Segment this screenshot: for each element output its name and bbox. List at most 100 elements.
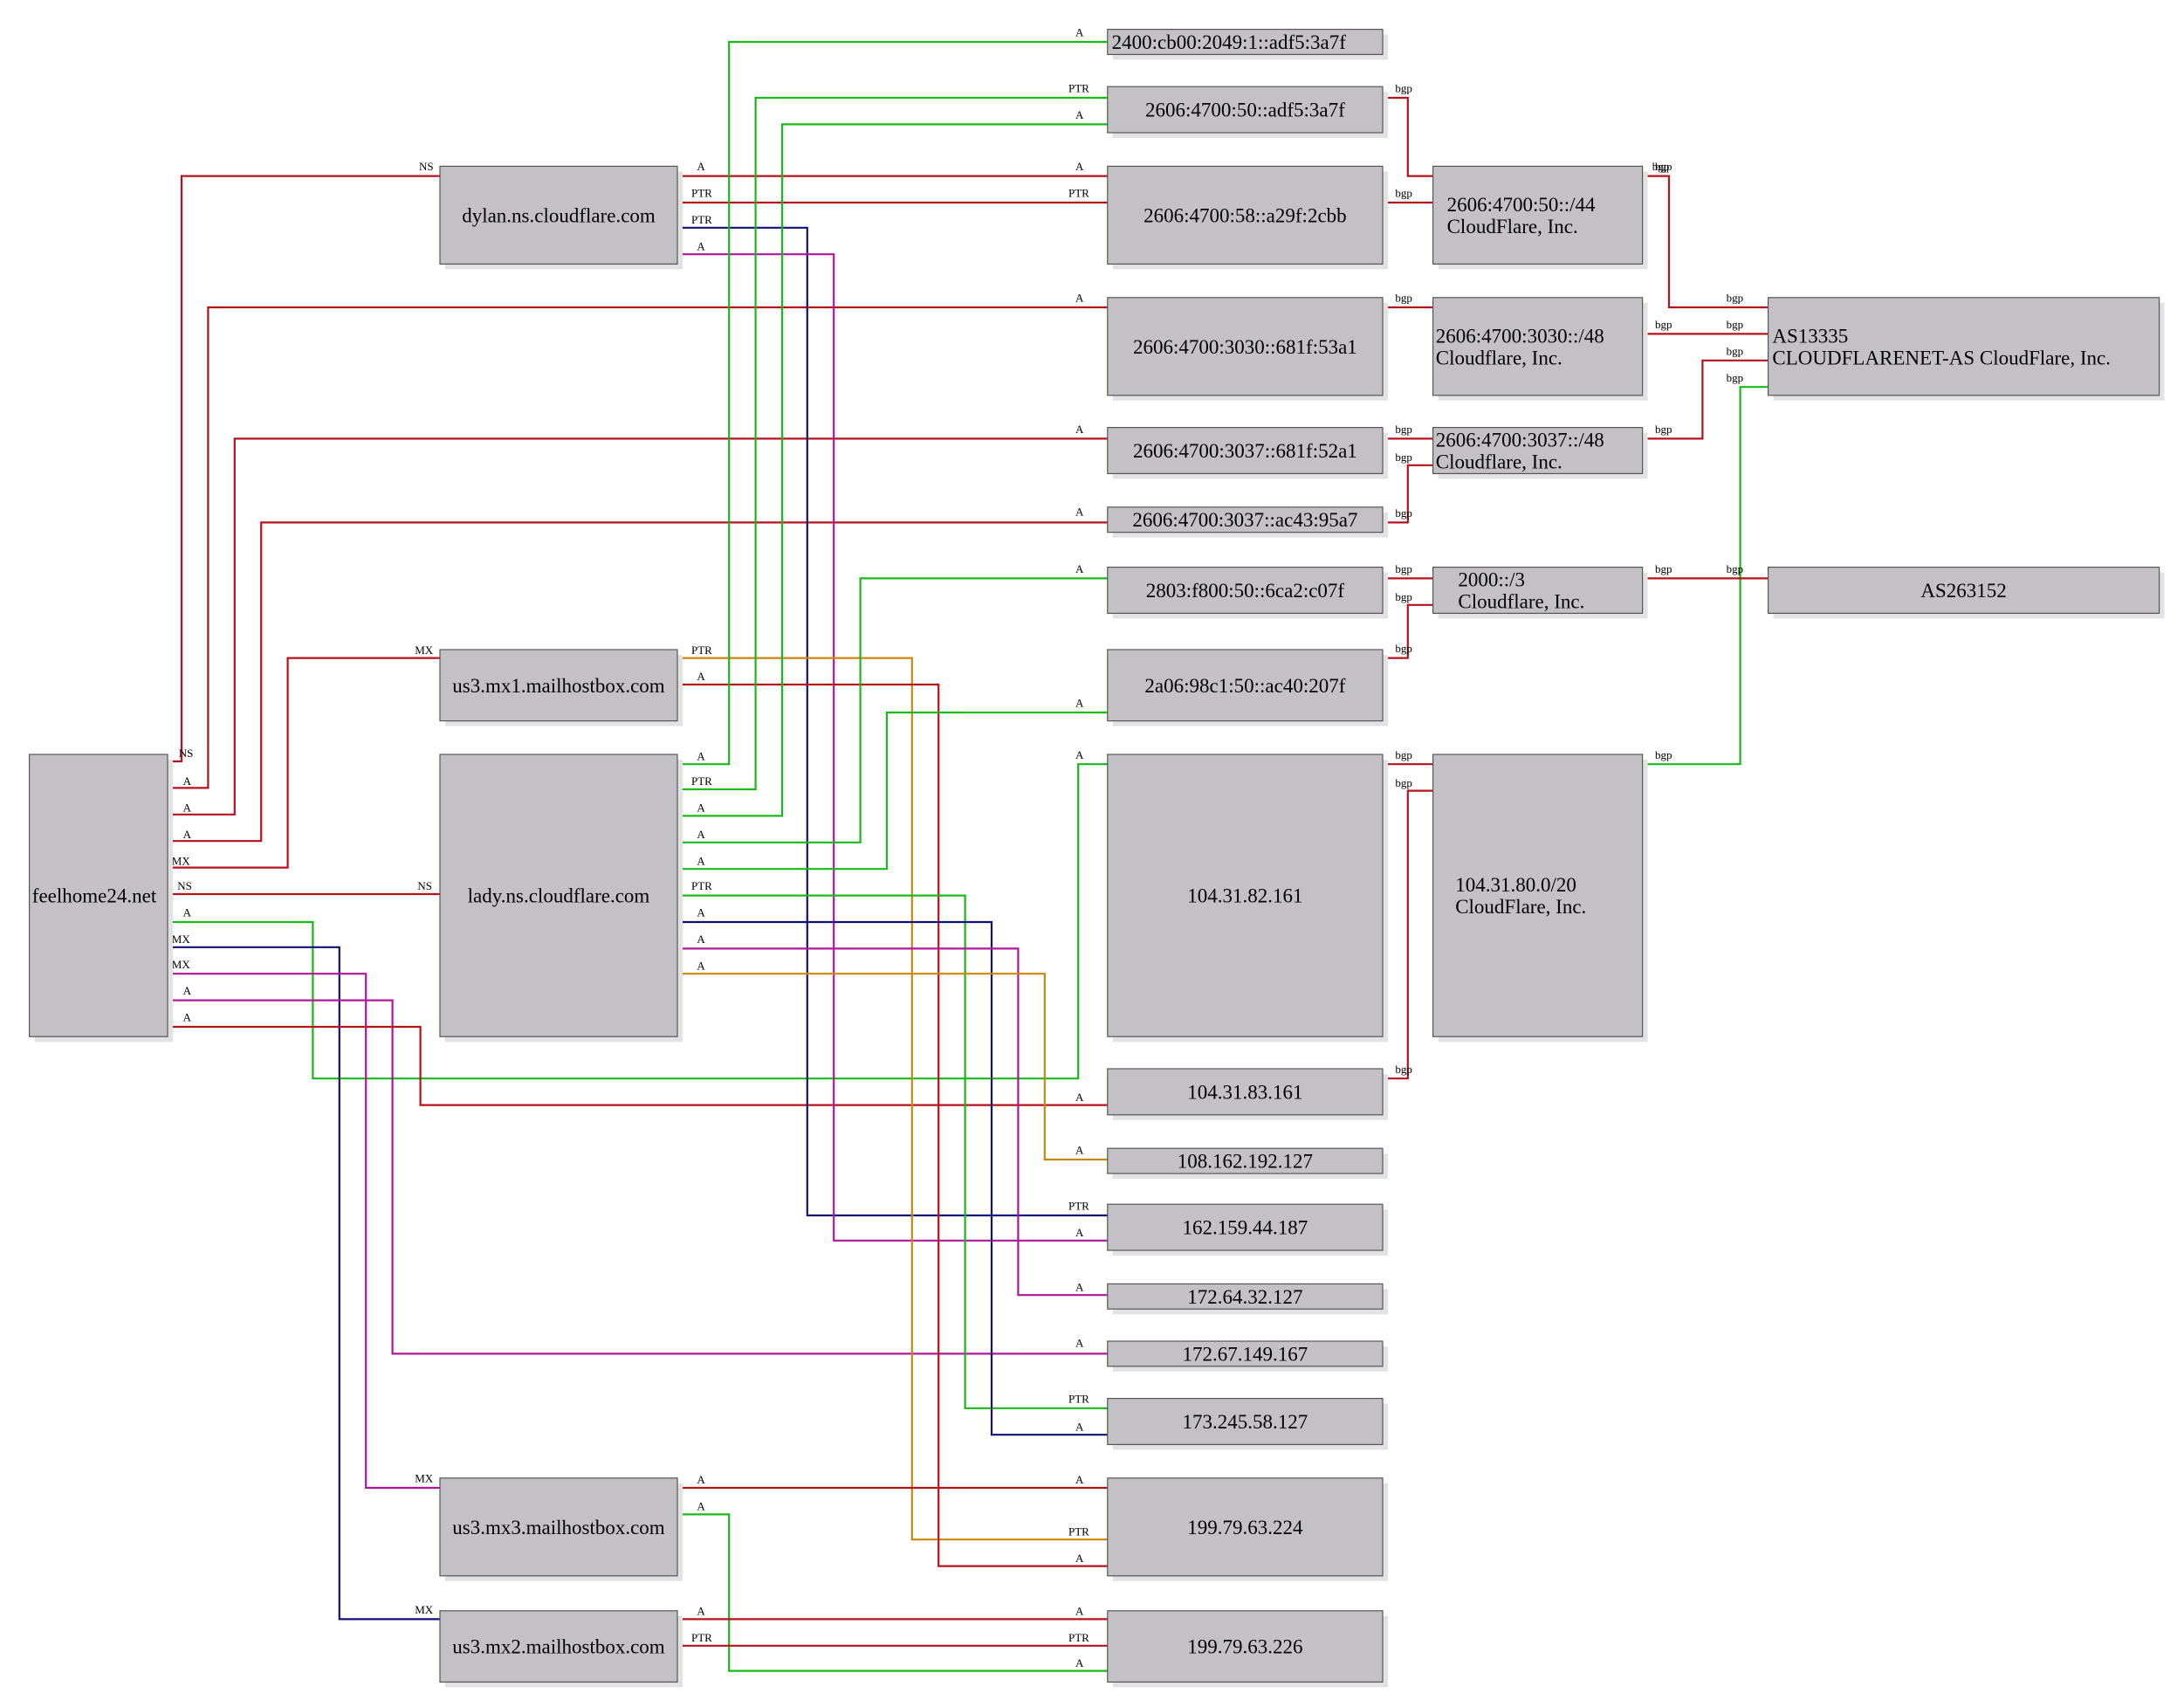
node-label: 2a06:98c1:50::ac40:207f: [1144, 675, 1345, 697]
node-ip-104-83[interactable]: 104.31.83.161: [1107, 1068, 1388, 1120]
edge-tail-label: MX: [172, 933, 191, 946]
edge-lady-to-ip_2606_50-ptr: [677, 96, 1108, 791]
edge-mx1-to-ip_199_224-a: [677, 683, 1108, 1567]
edge-tail-label: A: [183, 828, 192, 841]
node-ip-2400[interactable]: 2400:cb00:2049:1::adf5:3a7f: [1107, 28, 1388, 60]
node-box: [1432, 427, 1644, 475]
node-dylan[interactable]: dylan.ns.cloudflare.com: [439, 165, 683, 270]
node-label: Cloudflare, Inc.: [1436, 451, 1562, 473]
node-label: Cloudflare, Inc.: [1458, 591, 1584, 613]
edge-tail-label: A: [697, 1500, 705, 1513]
edge-head-label: A: [1075, 1552, 1084, 1565]
edge-lady-to-ip_2803-a: [677, 577, 1108, 843]
edge-head-label: NS: [417, 879, 432, 892]
edge-tail-label: PTR: [691, 644, 712, 657]
edge-tail-label: A: [697, 1473, 705, 1486]
edge-feelhome-to-mx1-mx: [168, 657, 440, 869]
node-mx3[interactable]: us3.mx3.mailhostbox.com: [439, 1477, 683, 1581]
edge-tail-label: PTR: [691, 187, 712, 200]
edge-head-label: bgp: [1727, 292, 1744, 305]
node-box: [439, 649, 678, 722]
node-box: [1107, 506, 1384, 533]
edge-ip_2606_50-to-pfx_50-bgp: [1383, 96, 1433, 177]
node-box: [1107, 1283, 1384, 1310]
node-mx1[interactable]: us3.mx1.mailhostbox.com: [439, 649, 683, 726]
edge-tail-label: A: [697, 160, 705, 173]
node-ip-199-224[interactable]: 199.79.63.224: [1107, 1477, 1388, 1581]
node-box: [1107, 1203, 1384, 1251]
node-label: CloudFlare, Inc.: [1447, 216, 1578, 237]
edge-tail-label: A: [183, 906, 192, 919]
edge-tail-label: bgp: [1655, 160, 1672, 173]
edge-head-label: A: [1075, 26, 1084, 39]
edge-lady-to-ip_2400-a: [677, 40, 1108, 766]
node-ip-3030[interactable]: 2606:4700:3030::681f:53a1: [1107, 297, 1388, 401]
node-label: 199.79.63.226: [1187, 1636, 1302, 1658]
edge-head-label: A: [1075, 108, 1084, 121]
edge-tail-label: PTR: [691, 213, 712, 226]
node-ip-199-226[interactable]: 199.79.63.226: [1107, 1610, 1388, 1688]
edge-tail-label: A: [697, 906, 705, 919]
node-ip-104-82[interactable]: 104.31.82.161: [1107, 754, 1388, 1043]
edge-head-label: PTR: [1068, 82, 1089, 95]
edge-tail-label: bgp: [1655, 748, 1672, 761]
node-box: [439, 754, 678, 1037]
node-box: [1107, 566, 1384, 614]
edge-head-label: bgp: [1727, 562, 1744, 575]
node-ip-2606-50[interactable]: 2606:4700:50::adf5:3a7f: [1107, 86, 1388, 138]
node-label: 108.162.192.127: [1178, 1151, 1313, 1173]
node-lady[interactable]: lady.ns.cloudflare.com: [439, 754, 683, 1043]
node-box: [28, 754, 168, 1037]
node-as263152[interactable]: AS263152: [1767, 566, 2165, 619]
node-label: 172.64.32.127: [1187, 1286, 1302, 1308]
edge-tail-label: PTR: [691, 774, 712, 788]
edge-feelhome-to-ip_3030-a: [168, 306, 1108, 789]
node-feelhome[interactable]: feelhome24.net: [28, 754, 173, 1043]
node-box: [1107, 1610, 1384, 1683]
edge-head-label: PTR: [1068, 1200, 1089, 1213]
edge-feelhome-to-ip_104_82-a: [168, 763, 1108, 1080]
node-ip-173[interactable]: 173.245.58.127: [1107, 1397, 1388, 1450]
node-box: [1432, 297, 1644, 396]
node-label: 104.31.80.0/20: [1455, 874, 1576, 896]
node-label: 2606:4700:58::a29f:2cbb: [1144, 204, 1347, 226]
edges-layer: [168, 40, 1768, 1672]
node-label: 162.159.44.187: [1183, 1217, 1308, 1239]
node-label: 2606:4700:50::/44: [1447, 194, 1596, 216]
node-label: feelhome24.net: [32, 885, 157, 907]
node-ip-172-64[interactable]: 172.64.32.127: [1107, 1283, 1388, 1315]
node-box: [1107, 86, 1384, 134]
node-ip-108[interactable]: 108.162.192.127: [1107, 1147, 1388, 1179]
edge-head-label: A: [1075, 1656, 1084, 1669]
edge-head-label: A: [1075, 505, 1084, 518]
node-ip-162[interactable]: 162.159.44.187: [1107, 1203, 1388, 1256]
edge-tail-label: A: [697, 854, 705, 867]
edge-tail-label: A: [697, 749, 705, 762]
edge-head-label: A: [1075, 748, 1084, 761]
edge-lady-to-ip_2a06-a: [677, 711, 1108, 871]
edge-tail-label: bgp: [1395, 292, 1412, 305]
edge-head-label: MX: [415, 1603, 434, 1616]
edge-tail-label: A: [183, 802, 192, 815]
node-ip-3037b[interactable]: 2606:4700:3037::ac43:95a7: [1107, 506, 1388, 538]
edge-tail-label: A: [697, 828, 705, 841]
edge-feelhome-to-ip_3037a-a: [168, 437, 1108, 816]
node-ip-3037a[interactable]: 2606:4700:3037::681f:52a1: [1107, 427, 1388, 479]
node-ip-172-67[interactable]: 172.67.149.167: [1107, 1340, 1388, 1372]
node-box: [1107, 28, 1384, 55]
node-ip-2606-58[interactable]: 2606:4700:58::a29f:2cbb: [1107, 165, 1388, 270]
edge-tail-label: A: [697, 670, 705, 683]
edge-pfx_3037-to-as13335-bgp: [1642, 359, 1768, 440]
edge-head-label: MX: [415, 644, 434, 657]
node-box: [1107, 1068, 1384, 1116]
node-mx2[interactable]: us3.mx2.mailhostbox.com: [439, 1610, 683, 1688]
node-ip-2803[interactable]: 2803:f800:50::6ca2:c07f: [1107, 566, 1388, 619]
node-ip-2a06[interactable]: 2a06:98c1:50::ac40:207f: [1107, 649, 1388, 726]
edge-feelhome-to-ip_172_67-a: [168, 999, 1108, 1355]
